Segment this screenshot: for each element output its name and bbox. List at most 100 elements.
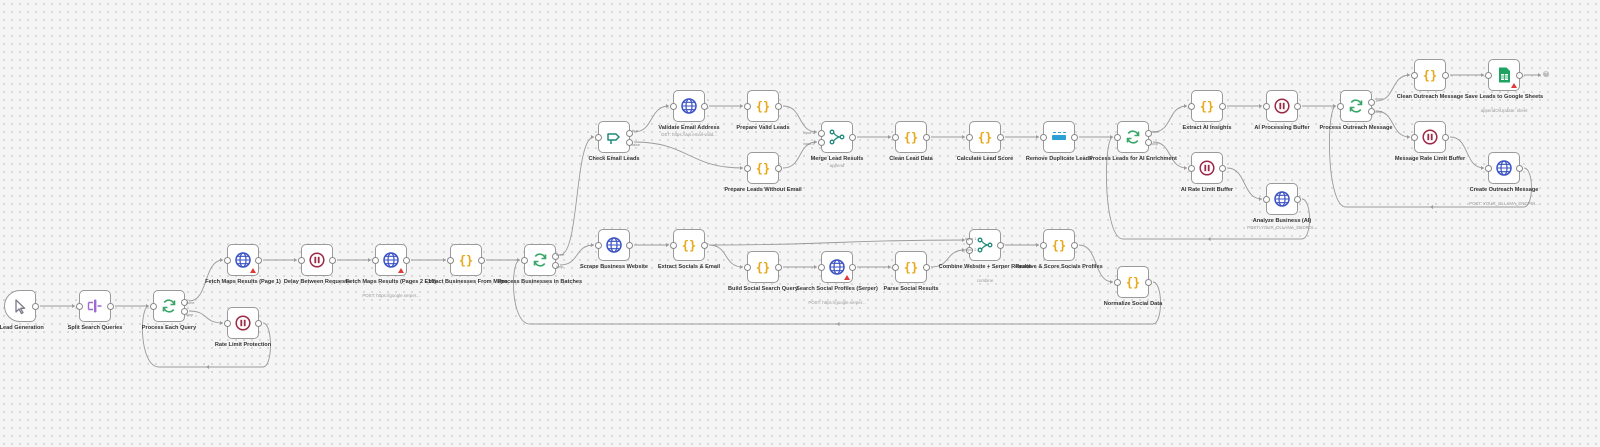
output-port[interactable] bbox=[1368, 107, 1375, 115]
node-analyze-business-ai[interactable] bbox=[1263, 183, 1301, 215]
node-save-leads-to-google-sheets[interactable] bbox=[1485, 59, 1523, 91]
output-port[interactable] bbox=[552, 261, 559, 269]
output-port[interactable] bbox=[701, 242, 708, 249]
output-port[interactable] bbox=[1442, 134, 1449, 141]
output-port[interactable] bbox=[626, 138, 633, 146]
output-port[interactable] bbox=[923, 264, 930, 271]
input-port[interactable] bbox=[1485, 165, 1492, 172]
output-port[interactable] bbox=[1368, 98, 1375, 106]
input-port[interactable] bbox=[966, 237, 973, 245]
input-port[interactable] bbox=[372, 257, 379, 264]
node-split-search-queries[interactable] bbox=[76, 290, 114, 322]
output-port[interactable] bbox=[701, 103, 708, 110]
node-build-social-search-query[interactable]: {} bbox=[744, 251, 782, 283]
input-port[interactable] bbox=[966, 246, 973, 254]
input-port[interactable] bbox=[1263, 196, 1270, 203]
output-port[interactable] bbox=[1071, 134, 1078, 141]
output-port[interactable] bbox=[32, 303, 39, 310]
output-port[interactable] bbox=[1442, 72, 1449, 79]
node-extract-businesses-from-maps[interactable]: {} bbox=[447, 244, 485, 276]
add-node-button[interactable]: + bbox=[1543, 71, 1549, 77]
output-port[interactable] bbox=[1071, 242, 1078, 249]
node-create-outreach-message[interactable] bbox=[1485, 152, 1523, 184]
input-port[interactable] bbox=[966, 134, 973, 141]
input-port[interactable] bbox=[670, 242, 677, 249]
input-port[interactable] bbox=[224, 320, 231, 327]
output-port[interactable] bbox=[181, 307, 188, 315]
node-resolve-score-socials-profiles[interactable]: {} bbox=[1040, 229, 1078, 261]
node-process-leads-for-ai-enrichment[interactable] bbox=[1114, 121, 1152, 153]
input-port[interactable] bbox=[1188, 103, 1195, 110]
output-port[interactable] bbox=[923, 134, 930, 141]
node-check-email-leads[interactable] bbox=[595, 121, 633, 153]
input-port[interactable] bbox=[1188, 165, 1195, 172]
input-port[interactable] bbox=[595, 242, 602, 249]
node-validate-email-address[interactable] bbox=[670, 90, 708, 122]
node-ai-rate-limit-buffer[interactable] bbox=[1188, 152, 1226, 184]
node-fetch-maps-results-pages-2-10[interactable] bbox=[372, 244, 410, 276]
output-port[interactable] bbox=[997, 242, 1004, 249]
input-port[interactable] bbox=[150, 303, 157, 310]
input-port[interactable] bbox=[76, 303, 83, 310]
node-rate-limit-protection[interactable] bbox=[224, 307, 262, 339]
input-port[interactable] bbox=[744, 103, 751, 110]
input-port[interactable] bbox=[1114, 279, 1121, 286]
output-port[interactable] bbox=[849, 134, 856, 141]
output-port[interactable] bbox=[1219, 103, 1226, 110]
node-remove-duplicate-leads[interactable] bbox=[1040, 121, 1078, 153]
input-port[interactable] bbox=[595, 134, 602, 141]
output-port[interactable] bbox=[775, 103, 782, 110]
input-port[interactable] bbox=[818, 138, 825, 146]
output-port[interactable] bbox=[1516, 165, 1523, 172]
input-port[interactable] bbox=[1263, 103, 1270, 110]
input-port[interactable] bbox=[298, 257, 305, 264]
output-port[interactable] bbox=[181, 298, 188, 306]
output-port[interactable] bbox=[478, 257, 485, 264]
node-parse-social-results[interactable]: {} bbox=[892, 251, 930, 283]
input-port[interactable] bbox=[892, 264, 899, 271]
input-port[interactable] bbox=[1411, 134, 1418, 141]
output-port[interactable] bbox=[329, 257, 336, 264]
output-port[interactable] bbox=[403, 257, 410, 264]
input-port[interactable] bbox=[1114, 134, 1121, 141]
node-combine-website-serper-results[interactable] bbox=[966, 229, 1004, 261]
node-clean-outreach-message[interactable]: {} bbox=[1411, 59, 1449, 91]
input-port[interactable] bbox=[744, 264, 751, 271]
input-port[interactable] bbox=[1337, 103, 1344, 110]
output-port[interactable] bbox=[775, 165, 782, 172]
output-port[interactable] bbox=[1145, 138, 1152, 146]
input-port[interactable] bbox=[447, 257, 454, 264]
node-scrape-business-website[interactable] bbox=[595, 229, 633, 261]
input-port[interactable] bbox=[670, 103, 677, 110]
input-port[interactable] bbox=[521, 257, 528, 264]
output-port[interactable] bbox=[552, 252, 559, 260]
node-merge-lead-results[interactable] bbox=[818, 121, 856, 153]
output-port[interactable] bbox=[255, 257, 262, 264]
output-port[interactable] bbox=[1294, 103, 1301, 110]
input-port[interactable] bbox=[224, 257, 231, 264]
output-port[interactable] bbox=[1145, 279, 1152, 286]
input-port[interactable] bbox=[1411, 72, 1418, 79]
node-calculate-lead-score[interactable]: {} bbox=[966, 121, 1004, 153]
input-port[interactable] bbox=[1040, 242, 1047, 249]
output-port[interactable] bbox=[1219, 165, 1226, 172]
output-port[interactable] bbox=[1145, 129, 1152, 137]
output-port[interactable] bbox=[1516, 72, 1523, 79]
input-port[interactable] bbox=[744, 165, 751, 172]
node-clean-lead-data[interactable]: {} bbox=[892, 121, 930, 153]
output-port[interactable] bbox=[849, 264, 856, 271]
input-port[interactable] bbox=[1040, 134, 1047, 141]
node-extract-ai-insights[interactable]: {} bbox=[1188, 90, 1226, 122]
node-ai-processing-buffer[interactable] bbox=[1263, 90, 1301, 122]
output-port[interactable] bbox=[997, 134, 1004, 141]
node-message-rate-limit-buffer[interactable] bbox=[1411, 121, 1449, 153]
input-port[interactable] bbox=[818, 264, 825, 271]
node-prepare-leads-without-email[interactable]: {} bbox=[744, 152, 782, 184]
input-port[interactable] bbox=[818, 129, 825, 137]
node-process-each-query[interactable] bbox=[150, 290, 188, 322]
node-t-lead-generation[interactable] bbox=[4, 290, 39, 322]
output-port[interactable] bbox=[107, 303, 114, 310]
node-delay-between-requests[interactable] bbox=[298, 244, 336, 276]
input-port[interactable] bbox=[892, 134, 899, 141]
